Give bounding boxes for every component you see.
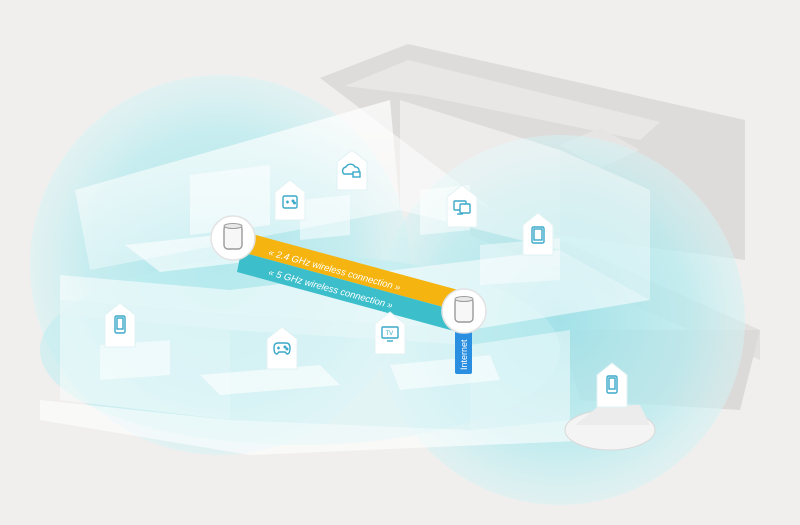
- band-24ghz-bar: [241, 232, 462, 311]
- mesh-router-icon: [223, 223, 243, 250]
- device-game-console-upstairs: [274, 179, 306, 221]
- monitor-icon: [453, 200, 471, 215]
- device-tv: TV: [374, 311, 406, 355]
- tv-icon: TV: [381, 326, 399, 342]
- device-phone-living-room: [104, 302, 136, 348]
- device-cloud-storage: [336, 149, 368, 191]
- cloud-drive-icon: [341, 163, 361, 178]
- device-game-controller: [266, 326, 298, 370]
- phone-icon: [114, 315, 126, 334]
- internet-label: Internet: [459, 339, 469, 370]
- mesh-router-icon: [454, 296, 474, 323]
- device-tablet-upstairs: [522, 212, 554, 256]
- gamepad-icon: [273, 342, 291, 355]
- device-phone-garage: [596, 362, 628, 408]
- tablet-icon: [531, 226, 545, 244]
- gamepad-icon: [282, 195, 298, 209]
- svg-text:TV: TV: [386, 331, 394, 337]
- internet-cable: [455, 326, 472, 374]
- mesh-unit-downstairs: [441, 288, 487, 334]
- band-5ghz-bar: [237, 252, 458, 331]
- device-computer: [446, 184, 478, 228]
- mesh-unit-upstairs: [210, 215, 256, 261]
- phone-icon: [606, 375, 618, 394]
